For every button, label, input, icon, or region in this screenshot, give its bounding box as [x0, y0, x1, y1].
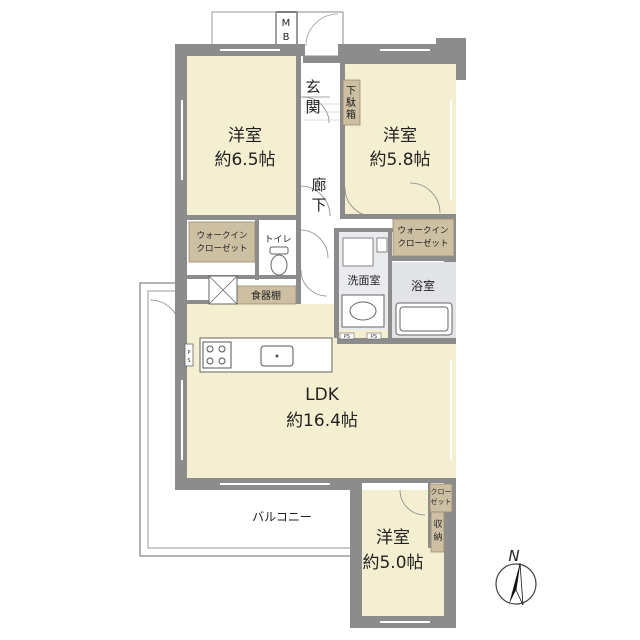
walk-in-closet-b-label-1: ウォークイン: [397, 226, 448, 236]
western-room-b-size: 約5.8帖: [369, 150, 430, 170]
ps-washroom-label-1: PS: [344, 334, 350, 340]
western-room-b-floor: [345, 64, 456, 214]
ps-washroom: PS PS: [339, 332, 382, 340]
stove-icon: [202, 341, 232, 369]
north-arrow-icon: N: [495, 547, 537, 606]
balcony: [139, 282, 352, 557]
toilet-icon: [269, 246, 289, 276]
doors: [149, 96, 441, 516]
kitchen-counter: [199, 337, 333, 373]
washroom-label: 洗面室: [348, 273, 381, 287]
storage-c-label-2: 納: [433, 531, 442, 543]
entrance-tiles: [304, 103, 340, 121]
bath-label: 浴室: [411, 278, 435, 293]
mb-label-1: M: [282, 18, 291, 29]
storage-c-label-1: 収: [433, 518, 442, 530]
ldk-name: LDK: [305, 385, 340, 405]
room-labels: 洋室 約6.5帖 洋室 約5.8帖 LDK 約16.4帖 洋室 約5.0帖 玄 …: [196, 18, 451, 573]
shoe-cabinet-label-1: 下: [346, 86, 356, 97]
shoe-cabinet: [342, 79, 361, 126]
vanity-icon: [341, 294, 385, 328]
walk-in-closet-a-label-2: クローゼット: [196, 243, 247, 254]
mb-label-2: B: [283, 32, 290, 43]
western-room-c-name: 洋室: [376, 528, 410, 548]
western-room-a-size: 約6.5帖: [214, 150, 275, 170]
walk-in-closet-b-label-2: クローゼット: [397, 238, 448, 249]
corridor-label-1: 廊: [311, 176, 326, 194]
western-room-a-name: 洋室: [228, 126, 262, 146]
windows: [181, 49, 452, 623]
ps-left: P S: [184, 343, 194, 367]
shoe-cabinet-label-3: 箱: [346, 108, 356, 121]
closets: [188, 79, 455, 553]
north-label: N: [508, 547, 519, 565]
shoe-cabinet-label-2: 駄: [346, 96, 356, 109]
ps-left-label-1: P: [187, 350, 190, 356]
closet-c-label-1: クロー: [431, 488, 452, 496]
walk-in-closet-b: [392, 218, 455, 257]
western-room-c-size: 約5.0帖: [362, 553, 423, 573]
ldk-size: 約16.4帖: [286, 411, 358, 431]
walk-in-closet-a: [188, 221, 256, 263]
bathtub-icon: [395, 302, 453, 336]
toilet-label: トイレ: [264, 235, 291, 245]
washer-space: [342, 237, 388, 267]
walk-in-closet-a-label-1: ウォークイン: [196, 231, 247, 241]
ps-left-label-2: S: [187, 358, 190, 364]
western-room-b-name: 洋室: [383, 126, 417, 146]
refrigerator-space: [208, 275, 238, 305]
closet-c-label-2: ゼット: [431, 497, 452, 506]
floors: [187, 56, 456, 616]
corridor-label-2: 下: [311, 196, 326, 214]
interior-walls: [187, 56, 456, 548]
ps-washroom-label-2: PS: [371, 334, 377, 340]
balcony-label: バルコニー: [252, 510, 312, 524]
kitchen-sink-icon: [260, 345, 294, 367]
cupboard-label: 食器棚: [251, 289, 281, 302]
western-room-a-floor: [187, 56, 297, 219]
entrance-label-1: 玄: [305, 78, 320, 96]
storage-c: [430, 511, 445, 553]
entrance-label-2: 関: [305, 98, 320, 116]
